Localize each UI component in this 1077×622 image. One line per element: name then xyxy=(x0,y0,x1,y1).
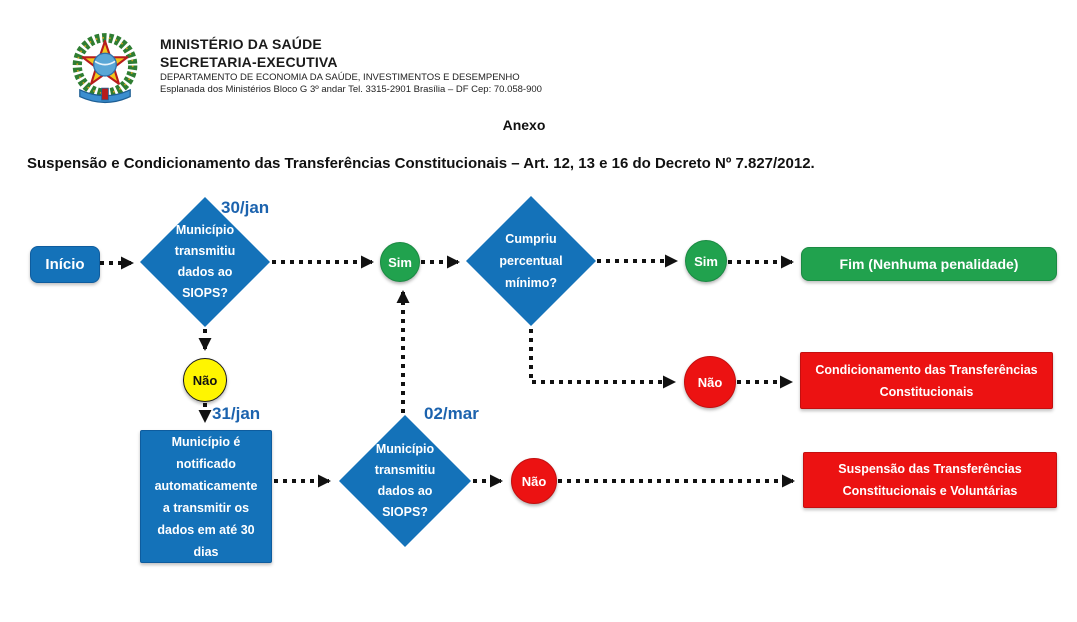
date-label-02mar: 02/mar xyxy=(424,404,479,423)
condicionamento-box: Condicionamento das Transferências Const… xyxy=(800,352,1053,409)
document-title: Suspensão e Condicionamento das Transfer… xyxy=(27,155,815,172)
connector-d2-to-nao1 xyxy=(529,329,676,389)
brazil-coat-of-arms-icon xyxy=(72,33,138,104)
nao-circle-condicionamento: Não xyxy=(684,356,736,408)
sim-circle-2: Sim xyxy=(685,240,727,282)
start-node: Início xyxy=(30,246,100,283)
decision-siops-mar-text: Município transmitiu dados ao SIOPS? xyxy=(374,442,436,519)
sim-circle-2-label: Sim xyxy=(694,253,718,269)
decision-siops-jan-text: Município transmitiu dados ao SIOPS? xyxy=(174,223,236,300)
address-line: Esplanada dos Ministérios Bloco G 3º and… xyxy=(160,84,542,95)
nao-circle-notificacao: Não xyxy=(183,358,227,402)
suspensao-box: Suspensão das Transferências Constitucio… xyxy=(803,452,1057,508)
nao-circle-notificacao-label: Não xyxy=(192,372,218,388)
nao-circle-suspensao: Não xyxy=(511,458,557,504)
start-node-label: Início xyxy=(45,256,85,273)
sim-circle-1-label: Sim xyxy=(388,254,412,270)
annex-heading: Anexo xyxy=(502,117,546,133)
ministry-name: MINISTÉRIO DA SAÚDE xyxy=(160,36,322,52)
nao-circle-condicionamento-label: Não xyxy=(697,374,723,390)
end-no-penalty-box: Fim (Nenhuma penalidade) xyxy=(801,247,1057,281)
decision-percentual-text: Cumpriu percentual mínimo? xyxy=(499,232,563,290)
condicionamento-box-text: Condicionamento das Transferências Const… xyxy=(815,362,1038,399)
department-line: DEPARTAMENTO DE ECONOMIA DA SAÚDE, INVES… xyxy=(160,72,520,83)
date-label-31jan: 31/jan xyxy=(212,404,261,423)
secretariat-name: SECRETARIA-EXECUTIVA xyxy=(160,54,338,70)
sim-circle-1: Sim xyxy=(380,242,420,282)
end-no-penalty-label: Fim (Nenhuma penalidade) xyxy=(839,256,1019,272)
notificacao-box-text: Município é notificado automaticamente a… xyxy=(154,434,258,559)
date-label-30jan: 30/jan xyxy=(221,198,270,217)
nao-circle-suspensao-label: Não xyxy=(521,473,547,489)
notificacao-box: Município é notificado automaticamente a… xyxy=(140,430,272,563)
suspensao-box-text: Suspensão das Transferências Constitucio… xyxy=(838,462,1022,498)
